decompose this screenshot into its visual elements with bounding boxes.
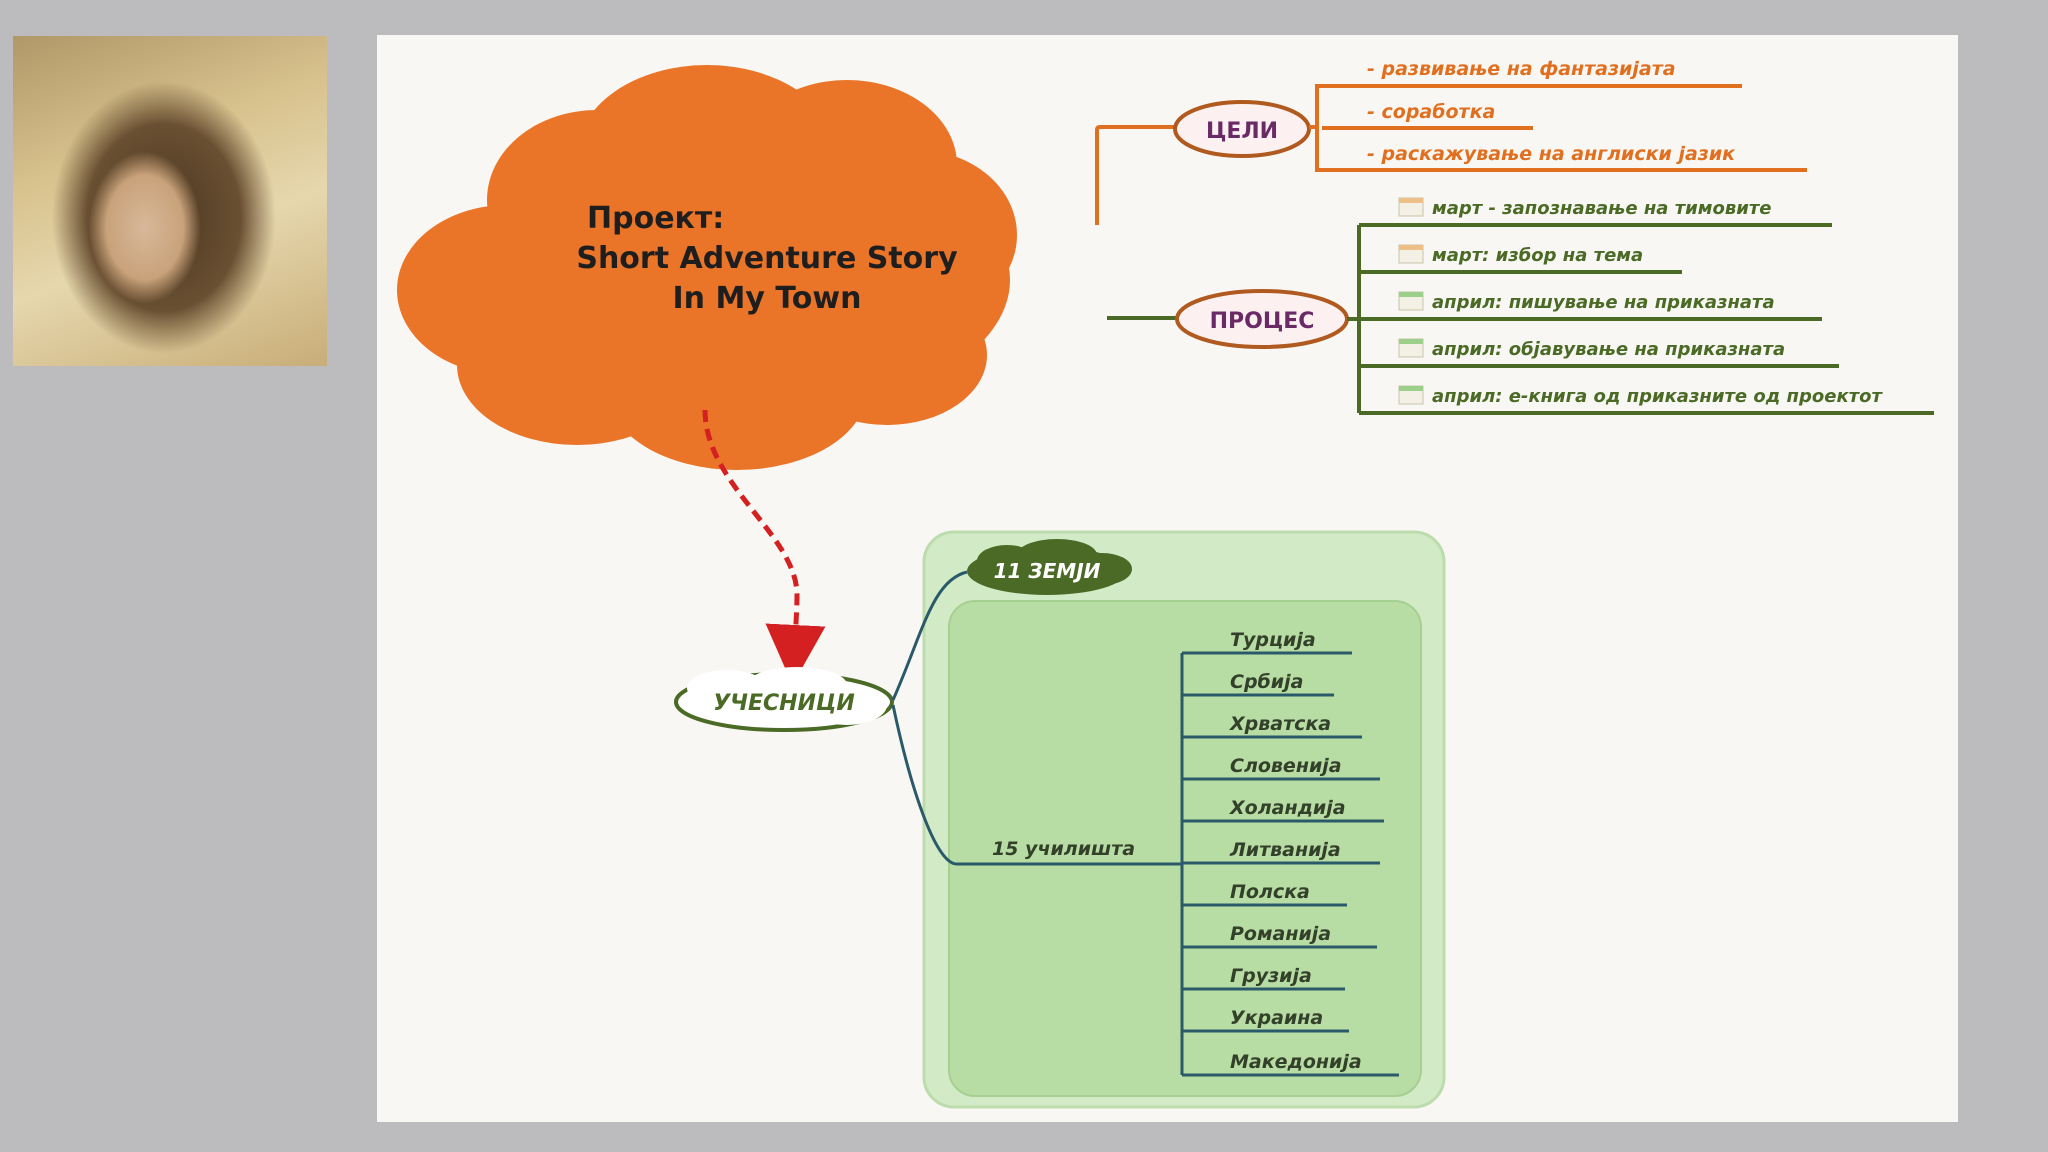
goals-label: ЦЕЛИ (1206, 119, 1278, 144)
country-item-text: Турција (1230, 629, 1316, 651)
central-title-line1: Проект: (587, 201, 724, 236)
country-item[interactable]: Хрватска (1182, 713, 1362, 739)
goals-connector (1095, 125, 1177, 225)
participants-node[interactable]: УЧЕСНИЦИ (674, 667, 894, 732)
countries-node[interactable]: 11 ЗЕМЈИ (967, 539, 1132, 595)
participants-dashed-arrow (702, 409, 826, 685)
countries-label: 11 ЗЕМЈИ (994, 559, 1101, 583)
process-item-3-text: април: пишување на приказната (1432, 292, 1775, 313)
goals-node[interactable]: ЦЕЛИ (1173, 100, 1311, 158)
process-item-5-text: април: е-книга од приказните од проектот (1432, 386, 1883, 407)
country-item-text: Литванија (1229, 839, 1341, 861)
country-item-text: Холандија (1229, 797, 1346, 819)
goals-item-3-text: - раскажување на англиски јазик (1367, 143, 1736, 165)
country-item-text: Романија (1230, 923, 1331, 945)
goals-item-1-text: - развивање на фантазијата (1367, 58, 1676, 80)
participants-label: УЧЕСНИЦИ (713, 691, 855, 716)
country-item-text: Србија (1230, 671, 1303, 693)
process-item-3[interactable]: април: пишување на приказната (1359, 291, 1822, 321)
webcam-presenter-image (13, 36, 327, 366)
country-item[interactable]: Полска (1182, 881, 1347, 907)
schools-connector (891, 704, 1177, 866)
process-item-1[interactable]: март - запознавање на тимовите (1359, 197, 1832, 227)
country-item[interactable]: Словенија (1182, 755, 1380, 781)
country-item[interactable]: Украина (1182, 1007, 1349, 1033)
process-item-5[interactable]: април: е-книга од приказните од проектот (1359, 385, 1934, 415)
central-topic-cloud[interactable]: Проект: Short Adventure Story In My Town (397, 65, 1017, 470)
process-branch-spine (1347, 225, 1361, 413)
country-item-text: Македонија (1230, 1051, 1362, 1073)
goals-item-1[interactable]: - развивање на фантазијата (1322, 58, 1742, 88)
mindmap-diagram: Проект: Short Adventure Story In My Town… (397, 58, 1934, 1109)
country-item[interactable]: Македонија (1182, 1051, 1399, 1077)
central-title-line3: In My Town (673, 281, 862, 316)
country-item[interactable]: Турција (1182, 629, 1352, 655)
process-node[interactable]: ПРОЦЕС (1175, 289, 1349, 349)
country-item[interactable]: Грузија (1182, 965, 1345, 991)
process-item-4[interactable]: април: објавување на приказната (1359, 338, 1839, 368)
process-item-2[interactable]: март: избор на тема (1359, 244, 1682, 274)
central-title-line2: Short Adventure Story (576, 241, 958, 276)
country-item-text: Хрватска (1229, 713, 1331, 735)
process-label: ПРОЦЕС (1210, 309, 1315, 334)
country-item[interactable]: Србија (1182, 671, 1334, 697)
country-item-text: Грузија (1230, 965, 1312, 987)
goals-item-2-text: - соработка (1367, 101, 1495, 123)
country-item-text: Словенија (1230, 755, 1342, 777)
schools-label: 15 училишта (992, 838, 1135, 860)
goals-item-2[interactable]: - соработка (1322, 101, 1533, 130)
country-item[interactable]: Романија (1182, 923, 1377, 949)
goals-item-3[interactable]: - раскажување на англиски јазик (1322, 143, 1807, 172)
slide-canvas: Проект: Short Adventure Story In My Town… (377, 35, 1958, 1122)
process-item-4-text: април: објавување на приказната (1432, 339, 1785, 360)
participants-inner-panel (948, 600, 1422, 1097)
process-item-2-text: март: избор на тема (1432, 245, 1643, 266)
countries-connector (891, 570, 968, 701)
country-item[interactable]: Холандија (1182, 797, 1384, 823)
country-item-text: Полска (1230, 881, 1310, 903)
goals-branch-spine (1309, 84, 1322, 172)
country-item-text: Украина (1230, 1007, 1323, 1029)
country-item[interactable]: Литванија (1182, 839, 1380, 865)
process-item-1-text: март - запознавање на тимовите (1432, 198, 1771, 219)
